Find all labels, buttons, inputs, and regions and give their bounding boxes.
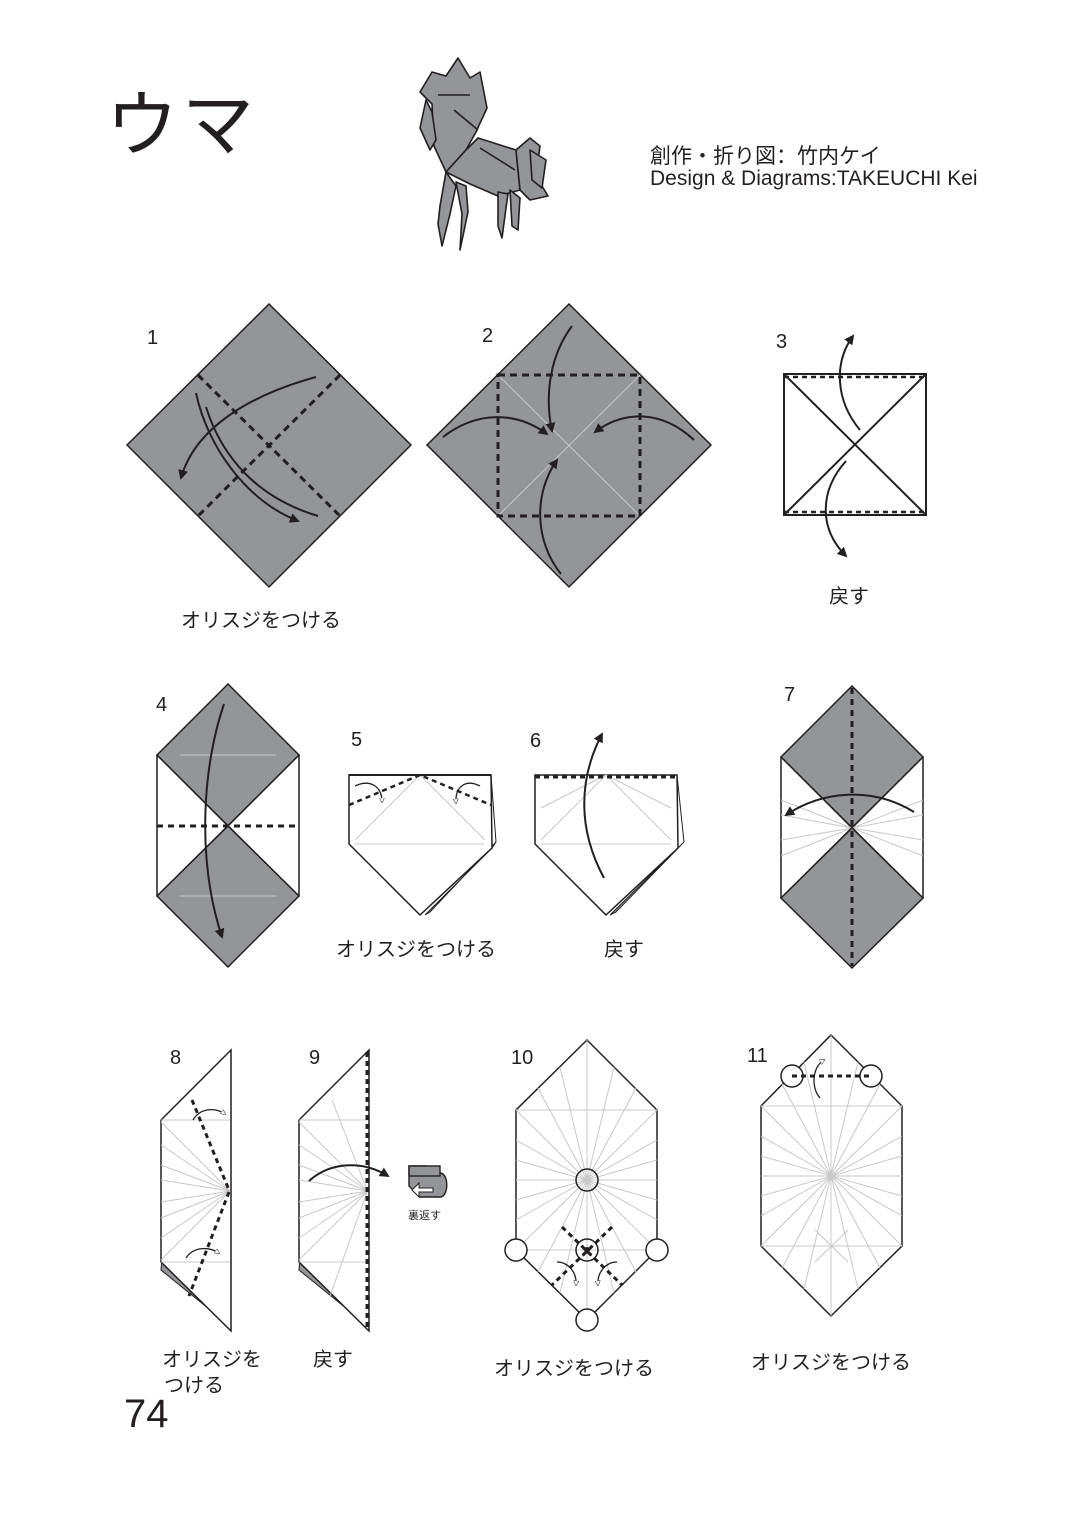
step-8-diagram	[160, 1048, 232, 1333]
step-1-label: オリスジをつける	[181, 608, 341, 632]
horse-illustration	[419, 57, 549, 251]
step-5-label: オリスジをつける	[336, 937, 496, 961]
step-7-diagram	[779, 684, 925, 970]
step-4-number: 4	[156, 694, 168, 716]
step-3-label: 戻す	[829, 584, 869, 608]
turn-over-icon	[408, 1165, 448, 1199]
step-1-number: 1	[147, 327, 159, 349]
credit-english: Design & Diagrams:TAKEUCHI Kei	[650, 167, 978, 190]
step-11-label: オリスジをつける	[751, 1350, 911, 1374]
step-8-label-line1: オリスジを	[162, 1347, 262, 1371]
step-6-diagram	[534, 732, 685, 917]
step-10-number: 10	[511, 1047, 534, 1069]
step-8-number: 8	[170, 1047, 182, 1069]
step-2-diagram	[425, 302, 713, 589]
step-6-number: 6	[530, 730, 542, 752]
step-2-number: 2	[482, 325, 494, 347]
step-3-diagram	[783, 334, 927, 558]
step-11-diagram	[760, 1033, 903, 1318]
credit-japanese: 創作・折り図：竹内ケイ	[650, 144, 881, 168]
step-9-label: 戻す	[313, 1347, 353, 1371]
step-5-number: 5	[351, 729, 363, 751]
step-9-number: 9	[309, 1047, 321, 1069]
page-title: ウマ	[106, 83, 259, 167]
step-7-number: 7	[784, 684, 796, 706]
turn-over-label: 裏返す	[408, 1209, 441, 1222]
step-3-number: 3	[776, 331, 788, 353]
step-6-label: 戻す	[604, 937, 644, 961]
step-9-diagram	[298, 1048, 390, 1333]
step-10-diagram	[504, 1038, 669, 1332]
reference-circle	[504, 1238, 528, 1262]
step-10-label: オリスジをつける	[494, 1356, 654, 1380]
step-4-diagram	[155, 682, 301, 969]
page-number: 74	[124, 1392, 169, 1436]
step-8-label-line2: つける	[164, 1373, 224, 1397]
step-11-number: 11	[747, 1045, 768, 1067]
step-5-diagram	[348, 773, 497, 917]
step-1-diagram	[125, 302, 413, 589]
